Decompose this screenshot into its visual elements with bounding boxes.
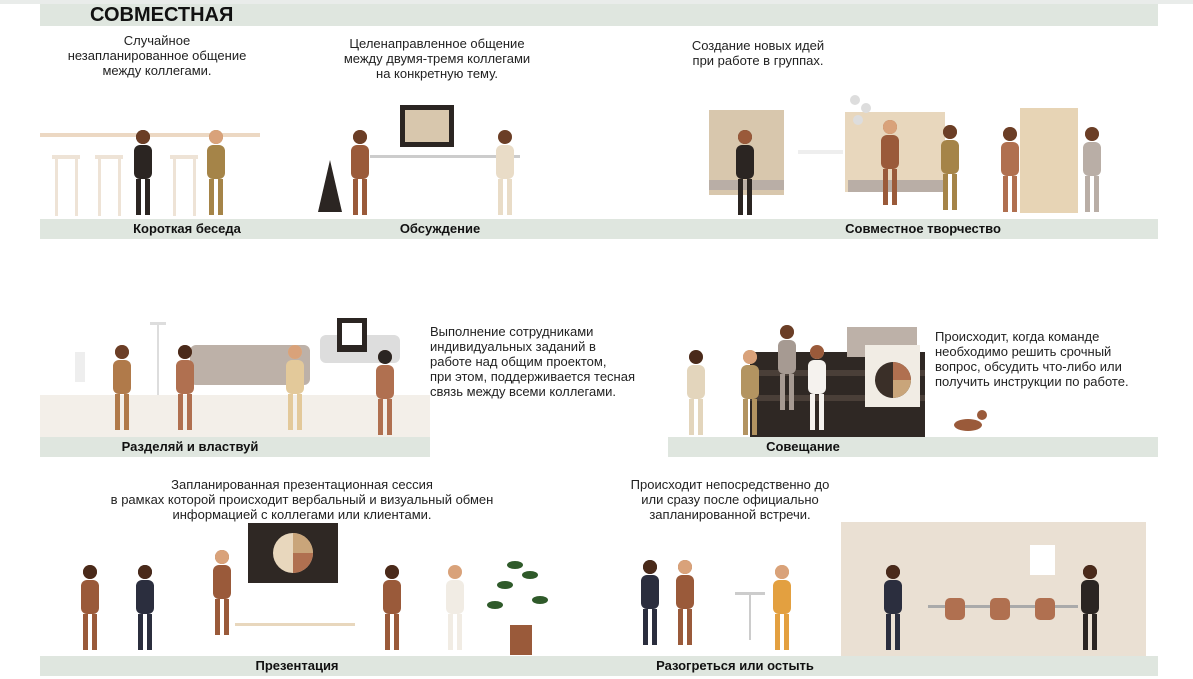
scene-presentation	[81, 523, 548, 655]
label-warmup: Разогреться или остыть	[656, 658, 814, 673]
scene-warmup	[641, 522, 1146, 656]
scene-discussion	[318, 105, 520, 215]
top-strip	[0, 0, 1193, 4]
label-meeting: Совещание	[766, 439, 840, 454]
section-header: СОВМЕСТНАЯ	[40, 4, 1158, 26]
band-row3: Презентация Разогреться или остыть	[40, 656, 1158, 676]
label-presentation: Презентация	[255, 658, 339, 673]
label-divide: Разделяй и властвуй	[121, 439, 259, 454]
label-cocreation: Совместное творчество	[845, 221, 1001, 236]
band-row1: Короткая беседа Обсуждение Совместное тв…	[40, 219, 1158, 239]
label-short-chat: Короткая беседа	[133, 221, 241, 236]
scene-short-chat	[40, 130, 260, 216]
scene-cocreation	[709, 95, 1101, 215]
section-title: СОВМЕСТНАЯ	[90, 4, 234, 26]
desc-short-chat: Случайное незапланированное общение межд…	[67, 33, 247, 78]
scene-meeting	[687, 325, 987, 437]
scene-divide	[40, 318, 430, 437]
band-meeting: Совещание	[668, 437, 1158, 457]
desc-divide: Выполнение сотрудниками индивидуальных з…	[430, 324, 635, 399]
label-discussion: Обсуждение	[399, 221, 481, 236]
desc-cocreation: Создание новых идей при работе в группах…	[691, 38, 825, 68]
band-divide: Разделяй и властвуй	[40, 437, 430, 457]
desc-meeting: Происходит, когда команде необходимо реш…	[935, 329, 1129, 389]
desc-warmup: Происходит непосредственно до или сразу …	[630, 477, 830, 522]
desc-discussion: Целенаправленное общение между двумя-тре…	[343, 36, 531, 81]
desc-presentation: Запланированная презентационная сессия в…	[110, 477, 494, 522]
